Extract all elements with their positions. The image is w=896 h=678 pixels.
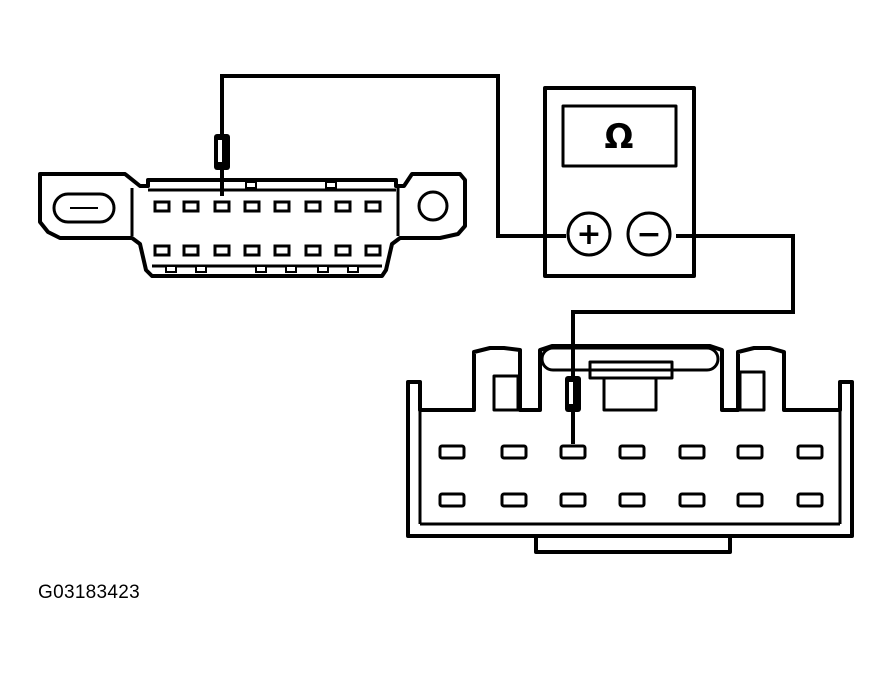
connector-pin <box>559 444 587 460</box>
dlc-pin <box>243 244 261 257</box>
dlc-pin <box>182 244 200 257</box>
positive-terminal-label: + <box>576 217 601 252</box>
data-link-connector <box>38 134 467 278</box>
connector-probe[interactable] <box>565 376 581 412</box>
connector-pin <box>559 492 587 508</box>
connector-housing <box>406 344 854 538</box>
dlc-mount-slot <box>52 192 116 224</box>
dlc-pin <box>273 244 291 257</box>
connector-latch-left <box>492 374 520 412</box>
dlc-pin <box>153 244 171 257</box>
connector-pin <box>736 492 764 508</box>
ohmmeter-display <box>561 104 678 168</box>
wires <box>220 74 795 444</box>
dlc-pin <box>213 200 231 213</box>
dlc-top-pins <box>153 200 382 213</box>
connector-pin <box>438 444 466 460</box>
dlc-pin <box>304 200 322 213</box>
ohm-symbol: Ω <box>605 117 634 157</box>
dlc-bottom-pins <box>153 244 382 257</box>
connector-pin <box>438 492 466 508</box>
dlc-probe[interactable] <box>214 134 230 170</box>
dlc-rib-marks <box>165 181 359 273</box>
dlc-pin <box>334 244 352 257</box>
connector-lock-tab-base <box>602 376 658 412</box>
dlc-pin <box>213 244 231 257</box>
dlc-pin <box>364 244 382 257</box>
connector-bottom-pins <box>438 492 824 508</box>
connector-pin <box>796 444 824 460</box>
connector-latch-right <box>738 370 766 412</box>
wire-dlc-to-positive <box>220 74 566 238</box>
connector-top-rail <box>540 346 720 372</box>
connector-foot <box>534 534 732 554</box>
dlc-mount-hole <box>417 190 449 222</box>
connector-pin <box>736 444 764 460</box>
dlc-pin <box>364 200 382 213</box>
negative-terminal[interactable] <box>626 211 672 257</box>
dlc-pin <box>273 200 291 213</box>
wire-negative-to-connector <box>571 234 795 380</box>
connector-pin <box>500 492 528 508</box>
dlc-pin <box>182 200 200 213</box>
harness-connector <box>406 344 854 554</box>
dlc-pin <box>153 200 171 213</box>
dlc-pin <box>304 244 322 257</box>
figure-id-label: G03183423 <box>38 582 141 603</box>
dlc-housing <box>38 172 467 278</box>
dlc-pin <box>243 200 261 213</box>
ohmmeter-body <box>543 86 696 278</box>
dlc-pin <box>334 200 352 213</box>
negative-terminal-label: − <box>636 217 661 252</box>
connector-pin <box>678 444 706 460</box>
connector-pin <box>618 492 646 508</box>
connector-pin <box>618 444 646 460</box>
ohmmeter: Ω + − <box>543 86 696 278</box>
connector-pin <box>500 444 528 460</box>
positive-terminal[interactable] <box>566 211 612 257</box>
connector-pin <box>678 492 706 508</box>
connector-pin <box>796 492 824 508</box>
connector-top-pins <box>438 444 824 460</box>
